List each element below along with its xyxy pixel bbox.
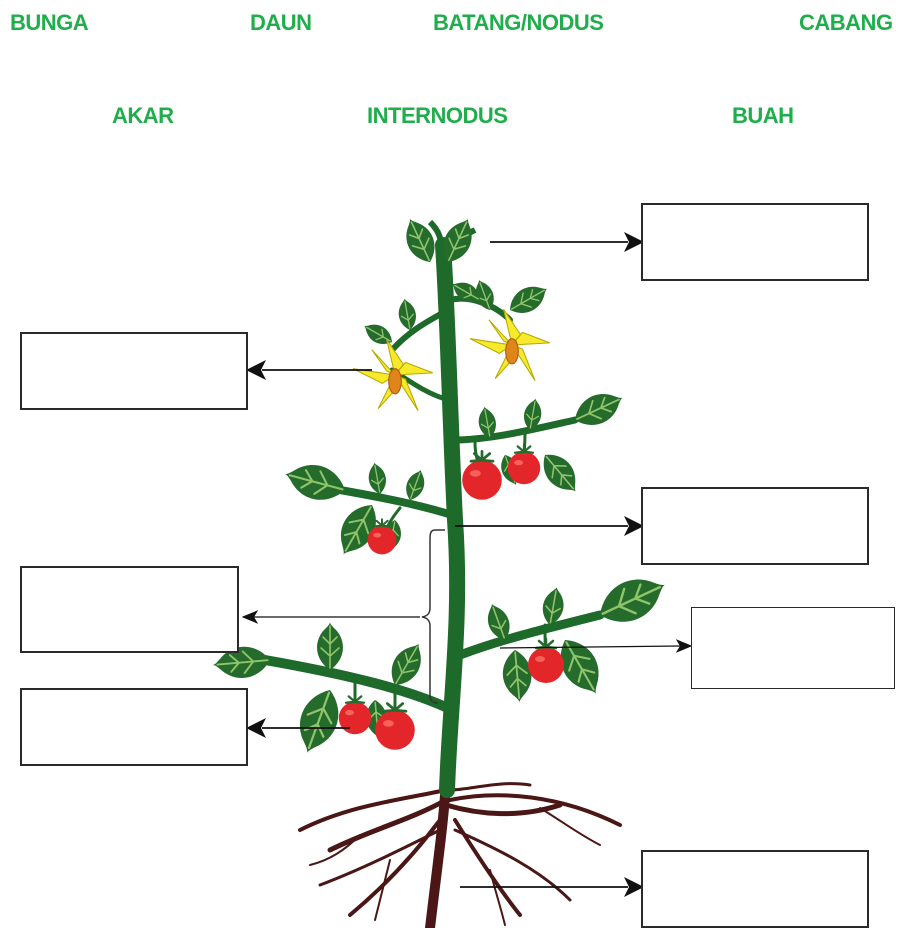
tomato-fruit [508,445,540,485]
answer-box-internode[interactable] [20,566,239,653]
flower [353,339,433,410]
answer-box-root[interactable] [641,850,869,928]
answer-box-top-right[interactable] [641,203,869,281]
answer-box-node[interactable] [641,487,869,565]
bracket-icon [422,530,445,703]
flower [470,309,550,380]
answer-box-flower[interactable] [20,332,248,410]
roots [300,780,620,928]
tomato-fruit [528,639,564,683]
answer-box-fruit-left[interactable] [20,688,248,766]
tomato-fruit [462,451,502,499]
answer-box-fruit-right[interactable] [691,607,895,689]
